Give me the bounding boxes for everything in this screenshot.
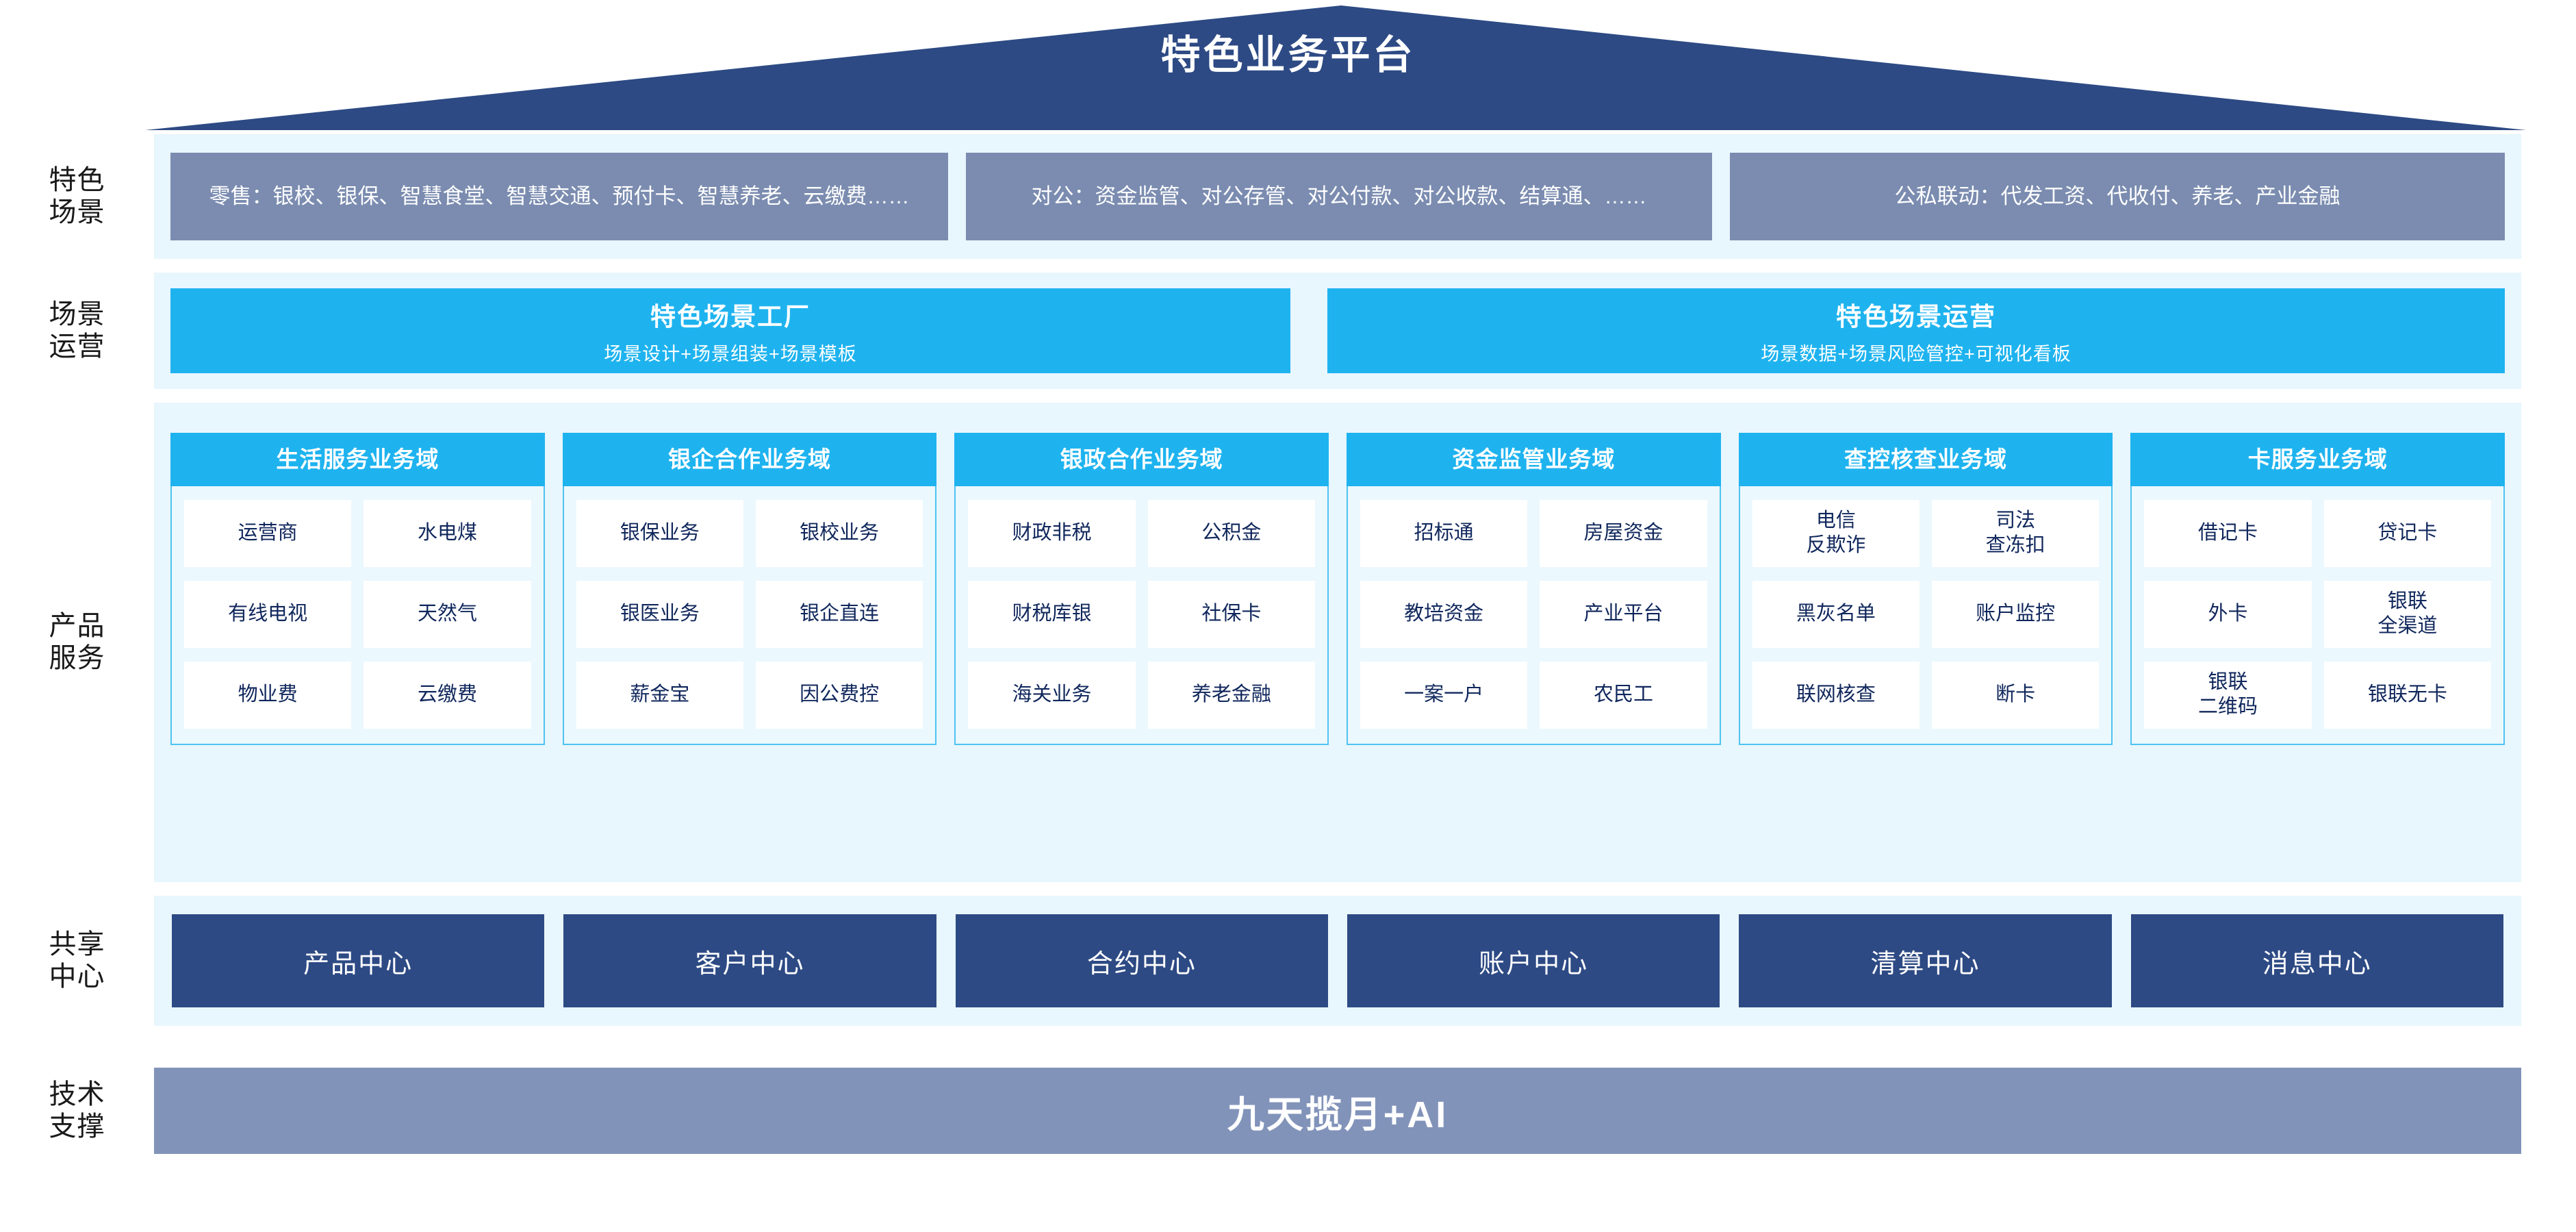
business-domain-cell[interactable]: 运营商 — [184, 500, 352, 567]
shared-centers-panel: 产品中心客户中心合约中心账户中心清算中心消息中心 — [154, 896, 2521, 1026]
technology-support-bar[interactable]: 九天揽月+AI — [154, 1068, 2521, 1154]
row-label-line-1: 技术 — [49, 1079, 105, 1109]
shared-center-card[interactable]: 消息中心 — [2130, 914, 2503, 1007]
shared-center-card[interactable]: 账户中心 — [1347, 914, 1720, 1007]
business-domain-cell-grid: 电信 反欺诈司法 查冻扣黑灰名单账户监控联网核查断卡 — [1738, 486, 2113, 745]
business-domain-cell[interactable]: 黑灰名单 — [1752, 581, 1920, 648]
business-domain-cell[interactable]: 借记卡 — [2144, 500, 2312, 567]
business-domain-cell[interactable]: 房屋资金 — [1540, 500, 1707, 567]
business-domain-cell[interactable]: 财政非税 — [968, 500, 1136, 567]
business-domain-column: 生活服务业务域运营商水电煤有线电视天然气物业费云缴费 — [170, 433, 545, 745]
business-domain-cell[interactable]: 银企直连 — [756, 581, 923, 648]
row-label-line-1: 特色 — [49, 164, 105, 195]
row-shared-centers: 共享 中心 产品中心客户中心合约中心账户中心清算中心消息中心 — [0, 896, 2576, 1026]
business-domain-cell[interactable]: 贷记卡 — [2323, 500, 2492, 567]
ops-card-title: 特色场景工厂 — [650, 303, 811, 331]
row-label-scenario-operations: 场景 运营 — [0, 299, 154, 363]
business-domain-cell-grid: 招标通房屋资金教培资金产业平台一案一户农民工 — [1347, 486, 1721, 745]
business-domain-cell-grid: 银保业务银校业务银医业务银企直连薪金宝因公费控 — [562, 486, 937, 745]
scenarios-panel: 零售：银校、银保、智慧食堂、智慧交通、预付卡、智慧养老、云缴费…… 对公：资金监… — [154, 134, 2521, 259]
business-domain-cell[interactable]: 公积金 — [1147, 500, 1316, 567]
shared-center-card[interactable]: 清算中心 — [1739, 914, 2112, 1007]
business-domain-header[interactable]: 查控核查业务域 — [1738, 433, 2113, 486]
business-domain-cell[interactable]: 银保业务 — [576, 500, 743, 567]
scenario-card-corporate[interactable]: 对公：资金监管、对公存管、对公付款、对公收款、结算通、…… — [966, 153, 1712, 240]
business-domain-cell[interactable]: 银联 全渠道 — [2323, 581, 2492, 648]
row-scenario-operations: 场景 运营 特色场景工厂 场景设计+场景组装+场景模板 特色场景运营 场景数据+… — [0, 273, 2576, 389]
business-domain-cell[interactable]: 物业费 — [184, 662, 352, 729]
business-domain-cell[interactable]: 薪金宝 — [576, 662, 743, 729]
row-label-line-2: 服务 — [49, 643, 105, 673]
platform-roof: 特色业务平台 — [0, 0, 2576, 134]
ops-card-subtitle: 场景数据+场景风险管控+可视化看板 — [1761, 344, 2071, 364]
ops-card-scenario-factory[interactable]: 特色场景工厂 场景设计+场景组装+场景模板 — [170, 288, 1290, 373]
scenario-card-retail[interactable]: 零售：银校、银保、智慧食堂、智慧交通、预付卡、智慧养老、云缴费…… — [170, 153, 948, 240]
business-domain-cell[interactable]: 社保卡 — [1147, 581, 1316, 648]
business-domain-column: 查控核查业务域电信 反欺诈司法 查冻扣黑灰名单账户监控联网核查断卡 — [1738, 433, 2113, 745]
business-domain-header[interactable]: 银政合作业务域 — [954, 433, 1329, 486]
business-domain-cell[interactable]: 养老金融 — [1147, 662, 1316, 729]
business-domain-cell[interactable]: 电信 反欺诈 — [1752, 500, 1920, 567]
business-domain-cell[interactable]: 银校业务 — [756, 500, 923, 567]
row-label-product-services: 产品 服务 — [0, 610, 154, 675]
architecture-grid: 特色 场景 零售：银校、银保、智慧食堂、智慧交通、预付卡、智慧养老、云缴费…… … — [0, 134, 2576, 1232]
ops-card-title: 特色场景运营 — [1836, 303, 1996, 331]
business-domain-cell[interactable]: 银联无卡 — [2323, 662, 2492, 729]
row-special-scenarios: 特色 场景 零售：银校、银保、智慧食堂、智慧交通、预付卡、智慧养老、云缴费…… … — [0, 134, 2576, 259]
business-domain-cell[interactable]: 账户监控 — [1932, 581, 2100, 648]
business-domain-cell[interactable]: 外卡 — [2144, 581, 2312, 648]
business-domain-cell[interactable]: 断卡 — [1932, 662, 2100, 729]
business-domain-cell[interactable]: 产业平台 — [1540, 581, 1707, 648]
business-domain-cell[interactable]: 水电煤 — [364, 500, 531, 567]
business-domain-cell-grid: 财政非税公积金财税库银社保卡海关业务养老金融 — [954, 486, 1329, 745]
row-product-services: 产品 服务 生活服务业务域运营商水电煤有线电视天然气物业费云缴费银企合作业务域银… — [0, 403, 2576, 882]
business-domains-panel: 生活服务业务域运营商水电煤有线电视天然气物业费云缴费银企合作业务域银保业务银校业… — [154, 403, 2521, 882]
business-domain-cell[interactable]: 农民工 — [1540, 662, 1707, 729]
business-domain-cell[interactable]: 招标通 — [1360, 500, 1528, 567]
business-domain-cell[interactable]: 海关业务 — [968, 662, 1136, 729]
shared-center-card[interactable]: 合约中心 — [955, 914, 1328, 1007]
business-domain-header[interactable]: 资金监管业务域 — [1347, 433, 1721, 486]
business-domain-cell-grid: 运营商水电煤有线电视天然气物业费云缴费 — [170, 486, 545, 745]
roof-triangle-shape — [145, 5, 2526, 130]
ops-card-subtitle: 场景设计+场景组装+场景模板 — [604, 344, 857, 364]
business-domain-column: 卡服务业务域借记卡贷记卡外卡银联 全渠道银联 二维码银联无卡 — [2130, 433, 2505, 745]
business-domain-header[interactable]: 生活服务业务域 — [170, 433, 545, 486]
business-domain-cell[interactable]: 一案一户 — [1360, 662, 1528, 729]
row-label-line-1: 场景 — [49, 299, 105, 329]
row-label-shared-centers: 共享 中心 — [0, 929, 154, 993]
ops-card-scenario-operation[interactable]: 特色场景运营 场景数据+场景风险管控+可视化看板 — [1327, 288, 2505, 373]
business-domain-cell[interactable]: 因公费控 — [756, 662, 923, 729]
shared-center-card[interactable]: 客户中心 — [563, 914, 936, 1007]
row-label-special-scenarios: 特色 场景 — [0, 164, 154, 229]
business-domain-header[interactable]: 银企合作业务域 — [562, 433, 937, 486]
business-domain-cell[interactable]: 联网核查 — [1752, 662, 1920, 729]
row-label-line-2: 中心 — [49, 961, 105, 992]
operations-panel: 特色场景工厂 场景设计+场景组装+场景模板 特色场景运营 场景数据+场景风险管控… — [154, 273, 2521, 389]
business-domain-header[interactable]: 卡服务业务域 — [2130, 433, 2505, 486]
business-domain-cell[interactable]: 天然气 — [364, 581, 531, 648]
business-domain-cell[interactable]: 教培资金 — [1360, 581, 1528, 648]
business-domain-cell[interactable]: 银联 二维码 — [2144, 662, 2312, 729]
row-label-line-1: 产品 — [49, 610, 105, 641]
row-label-line-2: 支撑 — [49, 1111, 105, 1142]
scenario-card-public-private-linkage[interactable]: 公私联动：代发工资、代收付、养老、产业金融 — [1730, 153, 2505, 240]
business-domain-column: 银政合作业务域财政非税公积金财税库银社保卡海关业务养老金融 — [954, 433, 1329, 745]
business-domain-column: 银企合作业务域银保业务银校业务银医业务银企直连薪金宝因公费控 — [562, 433, 937, 745]
business-domain-cell[interactable]: 有线电视 — [184, 581, 352, 648]
business-domain-cell[interactable]: 银医业务 — [576, 581, 743, 648]
technology-panel: 九天揽月+AI — [154, 1049, 2521, 1172]
business-domain-cell[interactable]: 云缴费 — [364, 662, 531, 729]
row-label-technology-support: 技术 支撑 — [0, 1079, 154, 1143]
row-label-line-1: 共享 — [49, 929, 105, 959]
row-technology-support: 技术 支撑 九天揽月+AI — [0, 1049, 2576, 1172]
row-label-line-2: 运营 — [49, 331, 105, 362]
business-domain-cell[interactable]: 财税库银 — [968, 581, 1136, 648]
shared-center-card[interactable]: 产品中心 — [172, 914, 545, 1007]
business-domain-cell-grid: 借记卡贷记卡外卡银联 全渠道银联 二维码银联无卡 — [2130, 486, 2505, 745]
row-label-line-2: 场景 — [49, 197, 105, 227]
business-domain-cell[interactable]: 司法 查冻扣 — [1932, 500, 2100, 567]
business-domain-column: 资金监管业务域招标通房屋资金教培资金产业平台一案一户农民工 — [1347, 433, 1721, 745]
